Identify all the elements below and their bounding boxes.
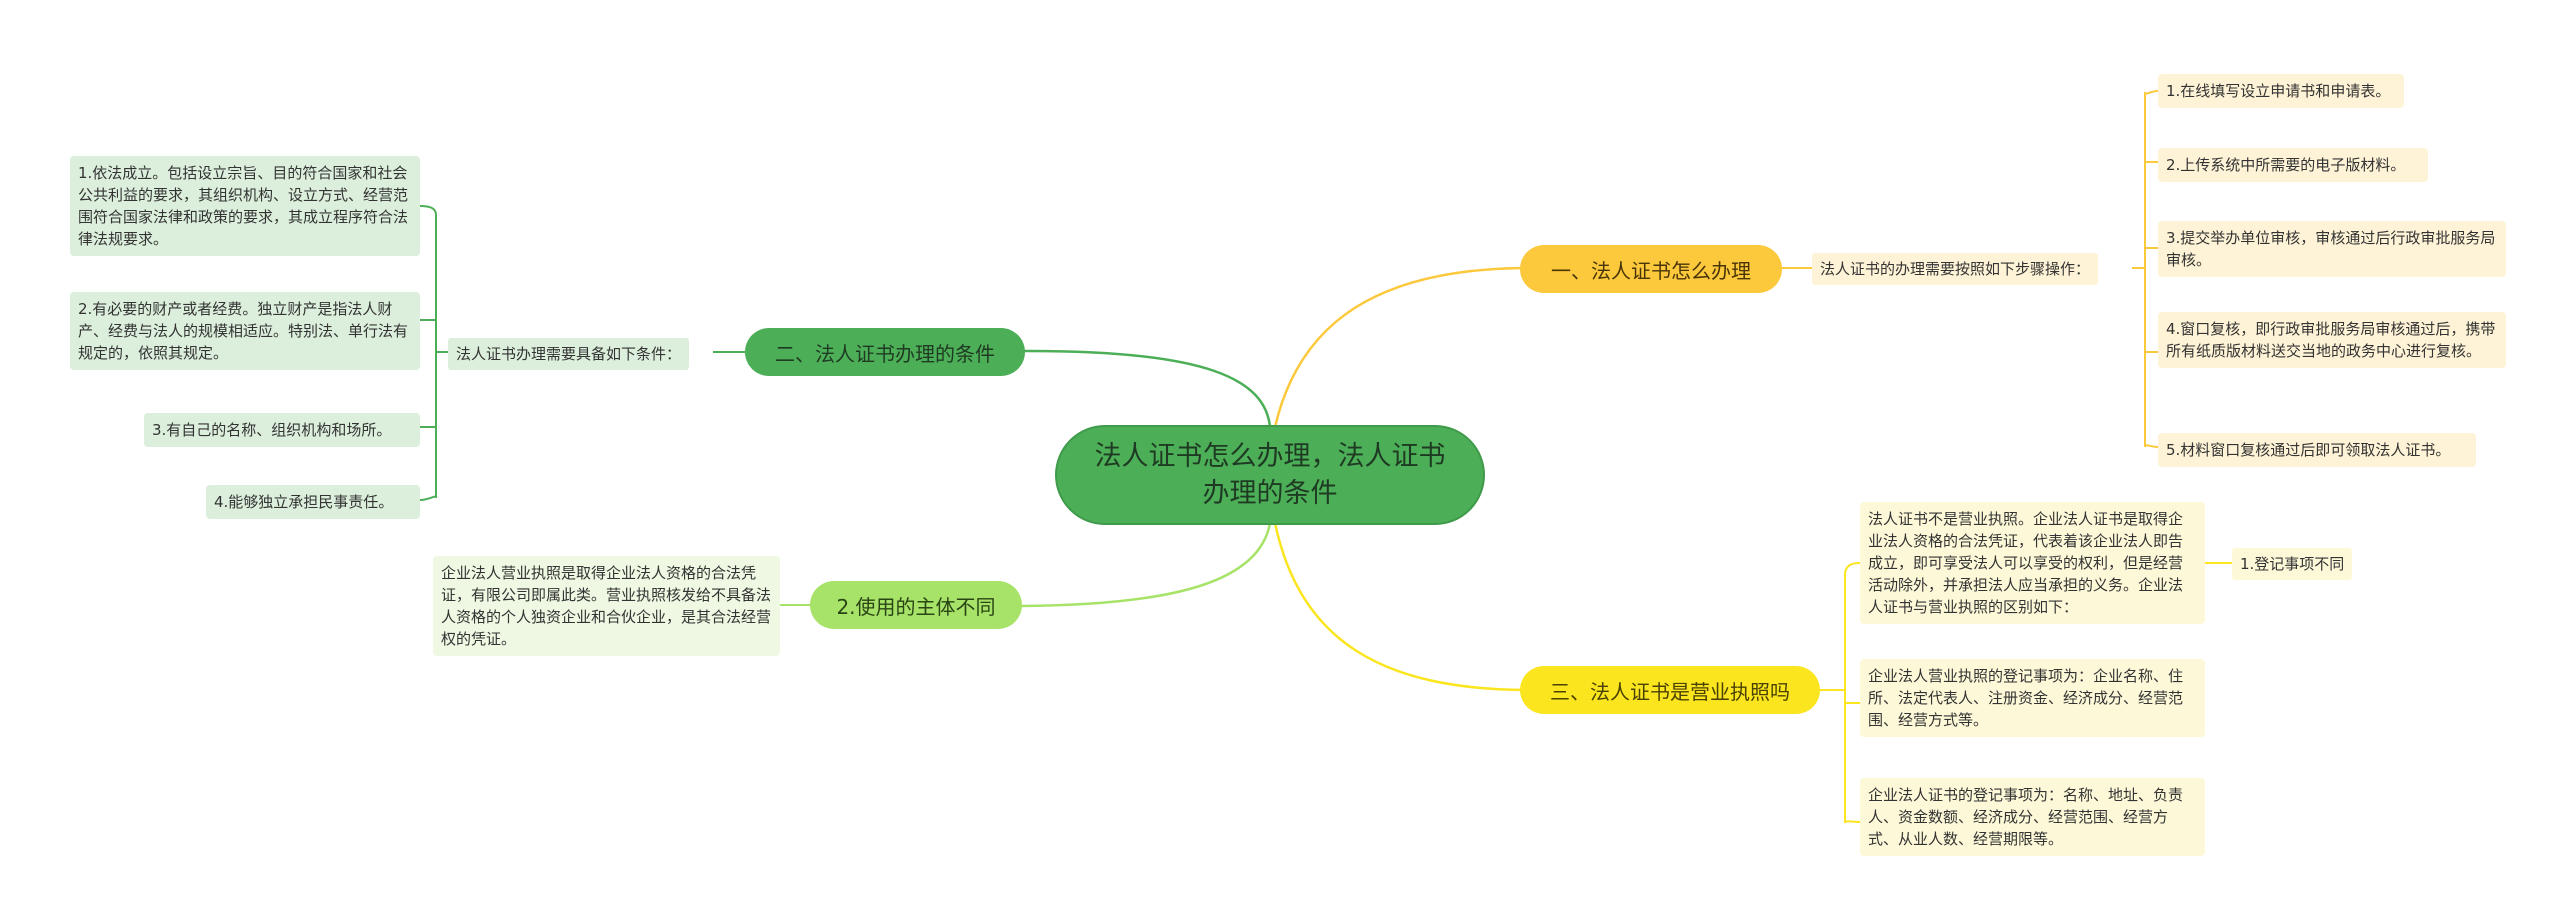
root-topic[interactable]: 法人证书怎么办理，法人证书办理的条件	[1055, 425, 1485, 525]
how-step-2[interactable]: 2.上传系统中所需要的电子版材料。	[2158, 148, 2428, 182]
condition-item-2[interactable]: 2.有必要的财产或者经费。独立财产是指法人财产、经费与法人的规模相适应。特别法、…	[70, 292, 420, 370]
branch-license[interactable]: 三、法人证书是营业执照吗	[1520, 666, 1820, 714]
license-item-3[interactable]: 企业法人证书的登记事项为：名称、地址、负责人、资金数额、经济成分、经营范围、经营…	[1860, 778, 2205, 856]
how-step-1[interactable]: 1.在线填写设立申请书和申请表。	[2158, 74, 2404, 108]
branch-subject-differs[interactable]: 2.使用的主体不同	[810, 581, 1022, 629]
condition-item-3[interactable]: 3.有自己的名称、组织机构和场所。	[144, 413, 420, 447]
condition-item-4[interactable]: 4.能够独立承担民事责任。	[206, 485, 420, 519]
condition-item-1[interactable]: 1.依法成立。包括设立宗旨、目的符合国家和社会公共利益的要求，其组织机构、设立方…	[70, 156, 420, 256]
license-item-1[interactable]: 法人证书不是营业执照。企业法人证书是取得企业法人资格的合法凭证，代表着该企业法人…	[1860, 502, 2205, 624]
subject-detail[interactable]: 企业法人营业执照是取得企业法人资格的合法凭证，有限公司即属此类。营业执照核发给不…	[433, 556, 780, 656]
branch-how-to-apply[interactable]: 一、法人证书怎么办理	[1520, 245, 1782, 293]
license-sub-registration[interactable]: 1.登记事项不同	[2232, 548, 2353, 580]
license-item-2[interactable]: 企业法人营业执照的登记事项为：企业名称、住所、法定代表人、注册资金、经济成分、经…	[1860, 659, 2205, 737]
conditions-intro[interactable]: 法人证书办理需要具备如下条件：	[448, 338, 690, 370]
how-step-5[interactable]: 5.材料窗口复核通过后即可领取法人证书。	[2158, 433, 2476, 467]
how-step-4[interactable]: 4.窗口复核，即行政审批服务局审核通过后，携带所有纸质版材料送交当地的政务中心进…	[2158, 312, 2506, 368]
how-step-3[interactable]: 3.提交举办单位审核，审核通过后行政审批服务局审核。	[2158, 221, 2506, 277]
branch-conditions[interactable]: 二、法人证书办理的条件	[745, 328, 1025, 376]
how-intro[interactable]: 法人证书的办理需要按照如下步骤操作：	[1812, 253, 2099, 285]
